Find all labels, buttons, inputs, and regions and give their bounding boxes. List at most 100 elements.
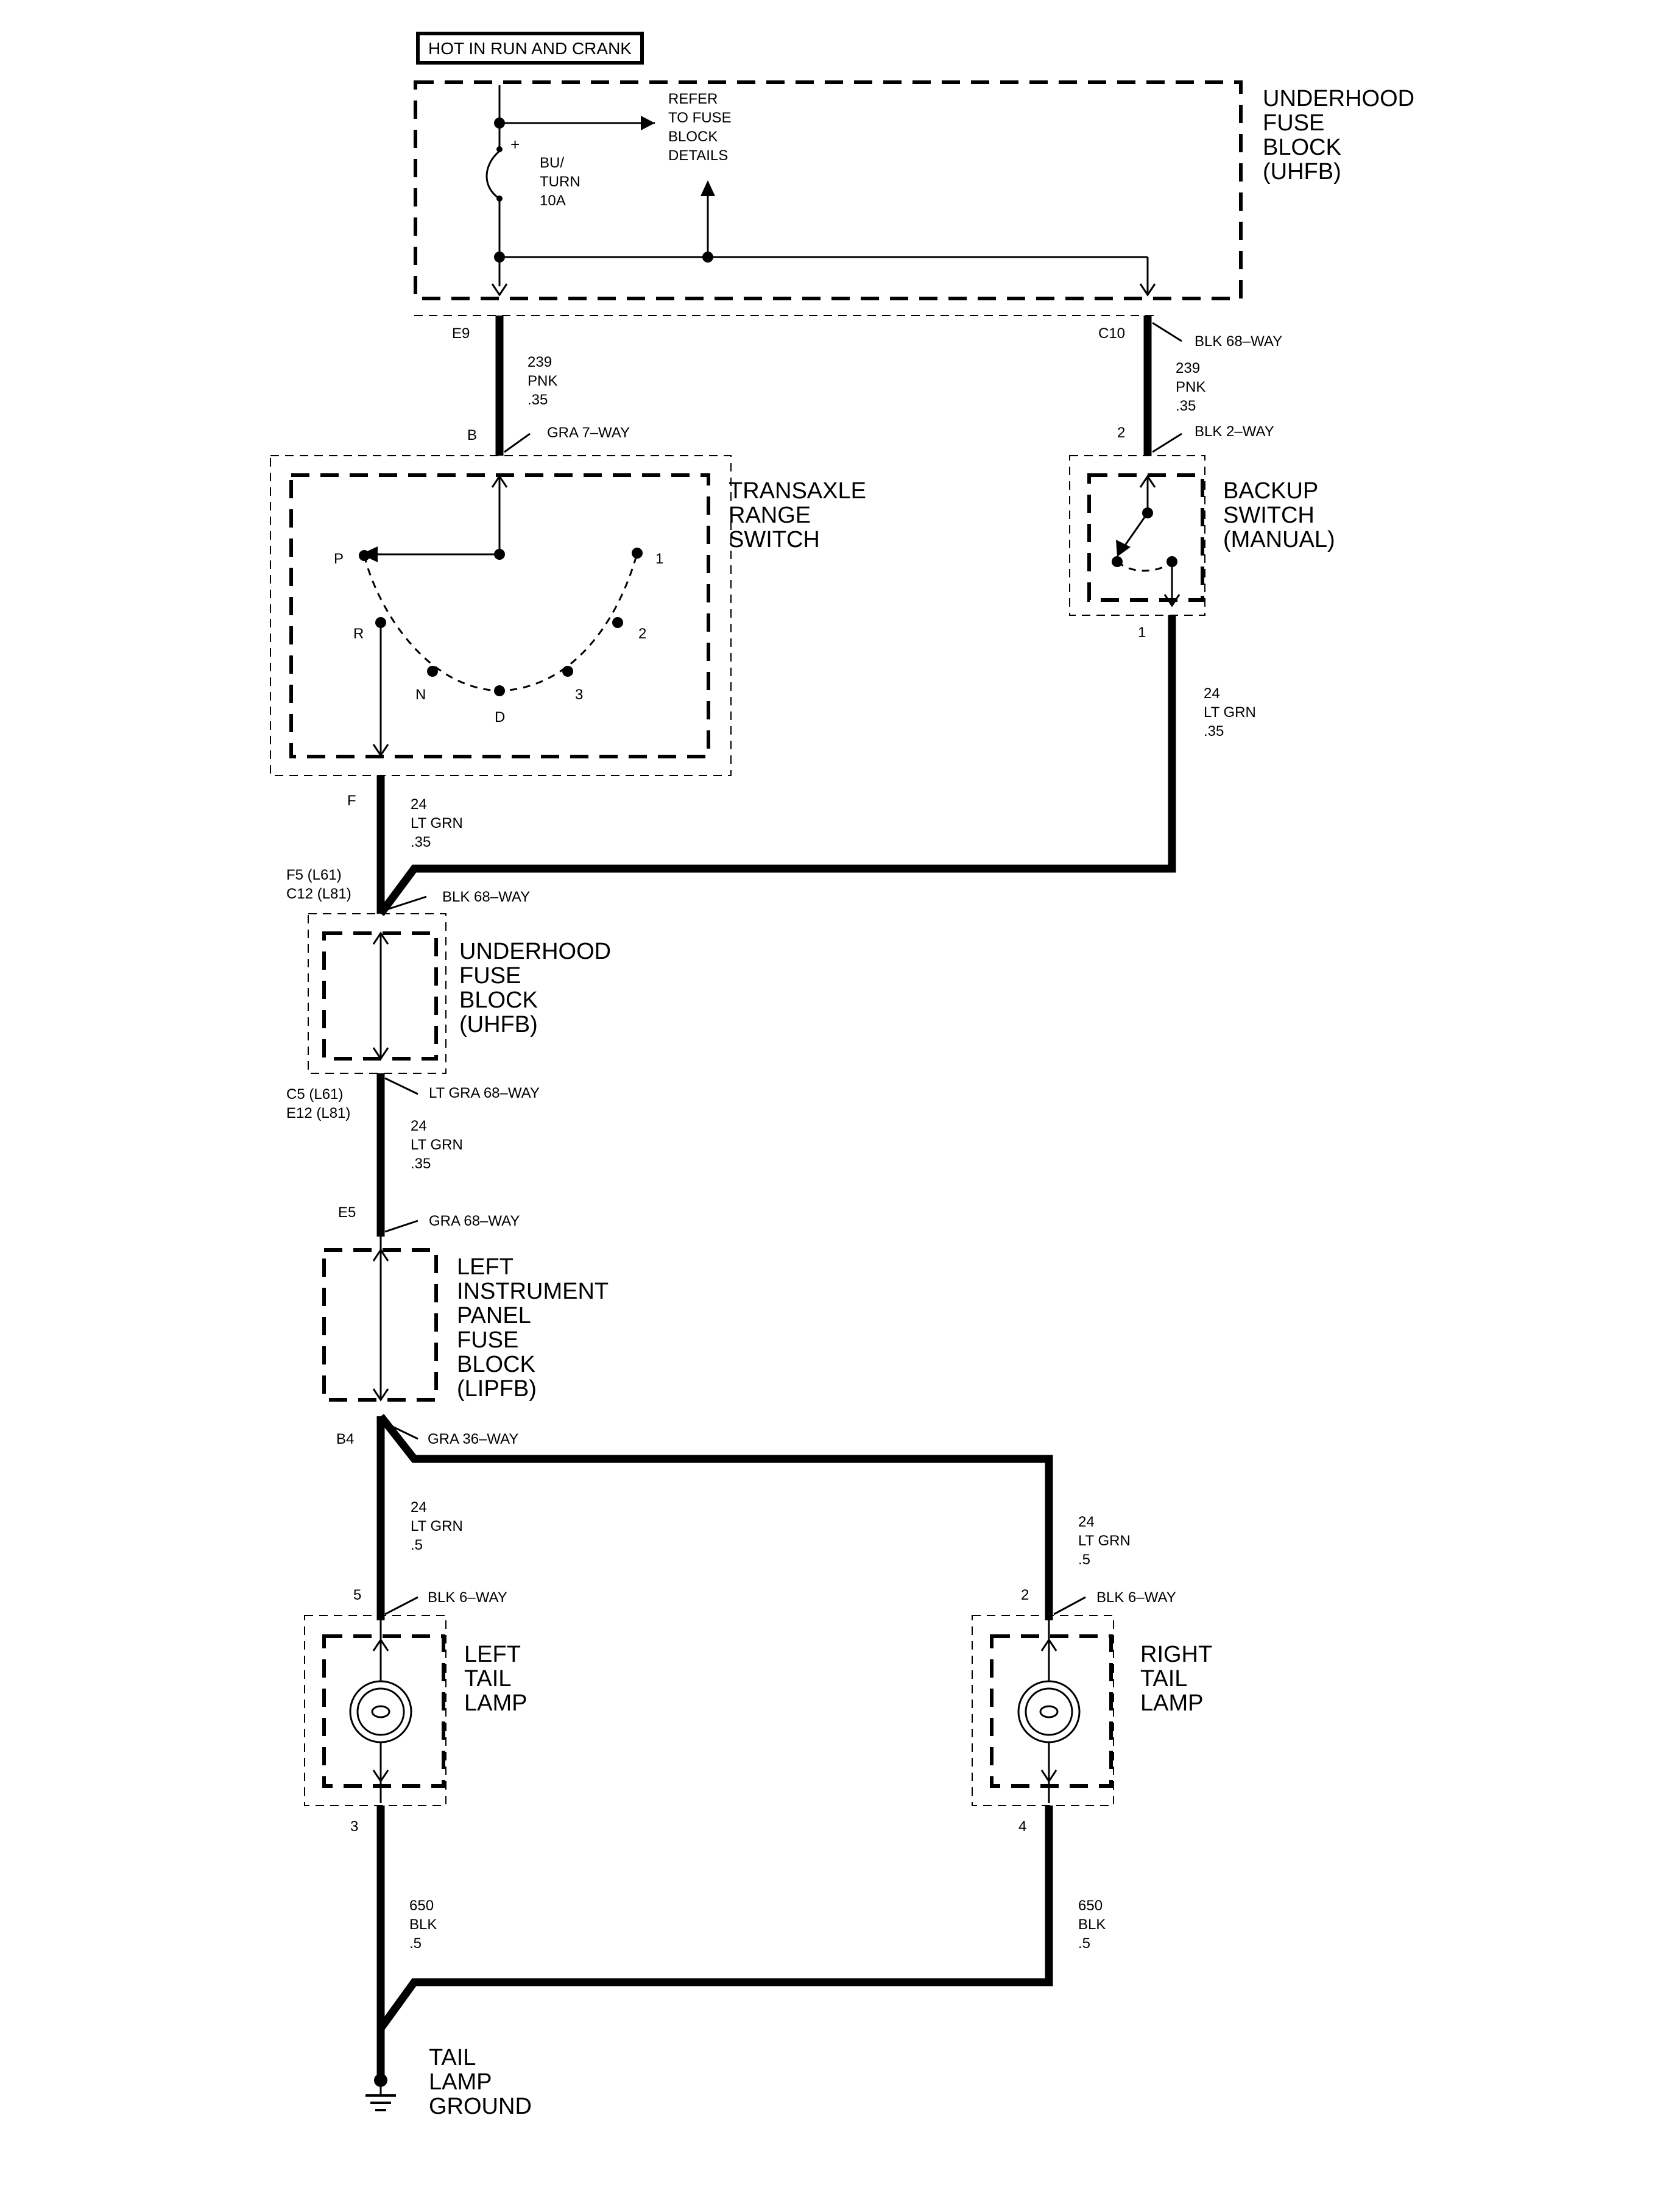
connector-right-pin-2-name: BLK 6–WAY bbox=[1096, 1589, 1176, 1606]
svg-text:UNDERHOOD: UNDERHOOD bbox=[459, 939, 611, 964]
connector-left-pin-5-name: BLK 6–WAY bbox=[428, 1589, 507, 1606]
connector-e12: E12 (L81) bbox=[286, 1105, 350, 1121]
connector-right-pin-4: 4 bbox=[1018, 1818, 1026, 1835]
transaxle-title: TRANSAXLE RANGE SWITCH bbox=[729, 478, 866, 552]
svg-text:FUSE: FUSE bbox=[457, 1327, 518, 1353]
right-tail-lamp-title: RIGHT TAIL LAMP bbox=[1140, 1642, 1212, 1716]
svg-text:BLOCK: BLOCK bbox=[668, 129, 718, 145]
svg-text:BU/: BU/ bbox=[540, 155, 564, 171]
svg-text:24: 24 bbox=[411, 1118, 427, 1134]
svg-text:GROUND: GROUND bbox=[429, 2094, 532, 2119]
svg-text:SWITCH: SWITCH bbox=[1223, 503, 1315, 528]
svg-text:24: 24 bbox=[411, 796, 427, 813]
svg-text:LT GRN: LT GRN bbox=[1078, 1533, 1131, 1549]
svg-text:(UHFB): (UHFB) bbox=[459, 1012, 538, 1037]
right-tail-lamp-bulb-icon bbox=[1017, 1620, 1081, 1803]
connector-b-name: GRA 7–WAY bbox=[547, 425, 630, 441]
bu-turn-fuse-label: BU/ TURN 10A bbox=[540, 155, 581, 209]
svg-text:LAMP: LAMP bbox=[1140, 1690, 1203, 1716]
svg-text:DETAILS: DETAILS bbox=[668, 147, 728, 164]
wire-650-right-label: 650 BLK .5 bbox=[1078, 1898, 1106, 1952]
connector-pin-1: 1 bbox=[1138, 624, 1146, 641]
connector-c5: C5 (L61) bbox=[286, 1086, 343, 1103]
connector-f5-name: BLK 68–WAY bbox=[442, 889, 530, 905]
transaxle-internal: P 1 R 2 N 3 D bbox=[334, 475, 663, 757]
wire-24-backup-label: 24 LT GRN .35 bbox=[1204, 685, 1256, 740]
gear-r-label: R bbox=[353, 626, 364, 642]
connector-pin-2-name: BLK 2–WAY bbox=[1195, 423, 1274, 440]
uhfb-top-title: UNDERHOOD FUSE BLOCK (UHFB) bbox=[1263, 86, 1414, 185]
uhfb-top-circuit bbox=[485, 85, 1156, 297]
svg-text:TAIL: TAIL bbox=[464, 1666, 511, 1692]
svg-text:LT GRN: LT GRN bbox=[411, 815, 463, 831]
svg-text:UNDERHOOD: UNDERHOOD bbox=[1263, 86, 1414, 111]
svg-text:BLK: BLK bbox=[409, 1916, 437, 1933]
wire-650-left-label: 650 BLK .5 bbox=[409, 1898, 437, 1952]
wire-24-uhfb-label: 24 LT GRN .35 bbox=[411, 1118, 463, 1172]
svg-text:PNK: PNK bbox=[528, 373, 557, 389]
right-tail-lamp-box bbox=[990, 1634, 1113, 1788]
uhfb-mid-circuit bbox=[372, 931, 389, 1061]
wire-650-blk-right bbox=[377, 1806, 1053, 2031]
wire-24-ltgrn-right-tail bbox=[377, 1413, 1053, 1620]
backup-switch-title: BACKUP SWITCH (MANUAL) bbox=[1223, 478, 1335, 552]
svg-text:BACKUP: BACKUP bbox=[1223, 478, 1318, 504]
connector-left-pin-3: 3 bbox=[350, 1818, 358, 1835]
svg-text:TAIL: TAIL bbox=[429, 2045, 476, 2071]
left-tail-lamp-box bbox=[322, 1634, 445, 1788]
svg-text:LAMP: LAMP bbox=[464, 1690, 527, 1716]
connector-c10: C10 bbox=[1098, 325, 1125, 342]
svg-text:FUSE: FUSE bbox=[1263, 110, 1324, 136]
svg-text:.5: .5 bbox=[1078, 1935, 1090, 1952]
svg-text:LEFT: LEFT bbox=[464, 1642, 521, 1667]
left-tail-lamp-bulb-icon bbox=[349, 1620, 412, 1803]
connector-c10-name: BLK 68–WAY bbox=[1195, 333, 1282, 350]
right-tail-lamp-outline bbox=[972, 1615, 1114, 1806]
wire-24-left-label: 24 LT GRN .5 bbox=[411, 1499, 463, 1553]
svg-text:.35: .35 bbox=[528, 392, 548, 408]
svg-text:.35: .35 bbox=[411, 1156, 431, 1172]
connector-e5-name: GRA 68–WAY bbox=[429, 1213, 520, 1229]
connector-e5: E5 bbox=[338, 1204, 356, 1221]
svg-text:BLOCK: BLOCK bbox=[1263, 135, 1341, 160]
connector-left-pin-5: 5 bbox=[353, 1587, 361, 1603]
svg-text:(LIPFB): (LIPFB) bbox=[457, 1376, 537, 1402]
transaxle-outline bbox=[270, 455, 732, 776]
lipfb-title: LEFT INSTRUMENT PANEL FUSE BLOCK (LIPFB) bbox=[457, 1254, 609, 1402]
left-tail-lamp-outline bbox=[304, 1615, 446, 1806]
svg-text:TAIL: TAIL bbox=[1140, 1666, 1187, 1692]
position-1-dot bbox=[632, 548, 643, 559]
position-p-dot bbox=[359, 550, 370, 561]
svg-text:.5: .5 bbox=[409, 1935, 422, 1952]
svg-text:.35: .35 bbox=[1176, 398, 1196, 414]
connector-arrow-icon bbox=[491, 283, 508, 297]
svg-text:24: 24 bbox=[1078, 1514, 1095, 1530]
refer-to-fuse-block-note: REFER TO FUSE BLOCK DETAILS bbox=[668, 91, 732, 164]
left-tail-lamp-title: LEFT TAIL LAMP bbox=[464, 1642, 527, 1716]
svg-text:.5: .5 bbox=[411, 1537, 423, 1553]
svg-text:LT GRN: LT GRN bbox=[411, 1518, 463, 1534]
svg-text:PANEL: PANEL bbox=[457, 1303, 531, 1329]
svg-text:24: 24 bbox=[411, 1499, 427, 1516]
svg-text:BLK: BLK bbox=[1078, 1916, 1106, 1933]
uhfb-mid-title: UNDERHOOD FUSE BLOCK (UHFB) bbox=[459, 939, 611, 1037]
gear-3-label: 3 bbox=[575, 687, 583, 703]
svg-text:239: 239 bbox=[528, 354, 552, 370]
connector-arrow-icon bbox=[1139, 283, 1156, 297]
connector-f: F bbox=[347, 793, 356, 809]
wire-239-left-label: 239 PNK .35 bbox=[528, 354, 557, 408]
arrow-up-icon bbox=[701, 180, 715, 196]
svg-text:BLOCK: BLOCK bbox=[457, 1352, 535, 1377]
svg-text:.35: .35 bbox=[411, 834, 431, 850]
svg-text:TRANSAXLE: TRANSAXLE bbox=[729, 478, 866, 504]
svg-text:(MANUAL): (MANUAL) bbox=[1223, 527, 1335, 552]
gear-n-label: N bbox=[415, 687, 426, 703]
backup-switch-box bbox=[1087, 473, 1204, 602]
svg-text:LAMP: LAMP bbox=[429, 2069, 492, 2095]
svg-text:239: 239 bbox=[1176, 360, 1200, 376]
position-d-dot bbox=[494, 685, 505, 696]
hot-label-box bbox=[416, 32, 644, 65]
svg-text:LT GRN: LT GRN bbox=[411, 1137, 463, 1153]
position-3-dot bbox=[562, 666, 573, 677]
